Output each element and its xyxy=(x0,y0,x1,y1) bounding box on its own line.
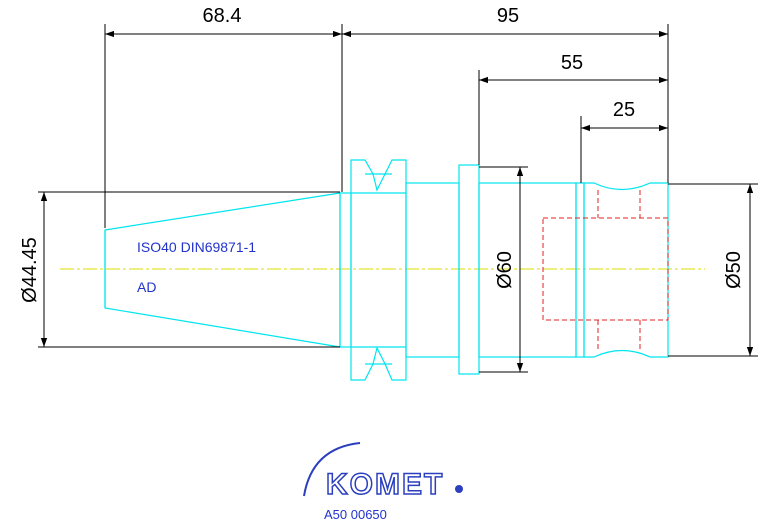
shank xyxy=(583,182,669,358)
dim-diameter-60: Ø60 xyxy=(494,251,516,289)
dim-25: 25 xyxy=(613,99,635,121)
komet-logo: KOMET xyxy=(303,442,463,502)
drawing-code: A50 00650 xyxy=(324,507,387,522)
dim-55: 55 xyxy=(561,52,583,74)
dim-diameter-50: Ø50 xyxy=(723,251,745,289)
dim-68-4: 68.4 xyxy=(203,5,242,27)
hidden-bore xyxy=(542,217,669,321)
dimension-lines xyxy=(38,24,758,373)
variant-note: AD xyxy=(137,279,156,295)
taper-collar xyxy=(339,192,352,348)
logo-wordmark: KOMET xyxy=(326,468,444,501)
neck xyxy=(405,182,460,358)
standard-note: ISO40 DIN69871-1 xyxy=(137,239,256,255)
hidden-lines xyxy=(542,190,669,350)
taper-cone xyxy=(104,192,341,348)
logo-arc xyxy=(303,442,361,497)
dim-diameter-44-45: Ø44.45 xyxy=(19,237,41,303)
relief-ring xyxy=(575,182,585,358)
grip-flange xyxy=(350,159,407,381)
dim-95: 95 xyxy=(497,5,519,27)
logo-dot xyxy=(455,485,463,493)
